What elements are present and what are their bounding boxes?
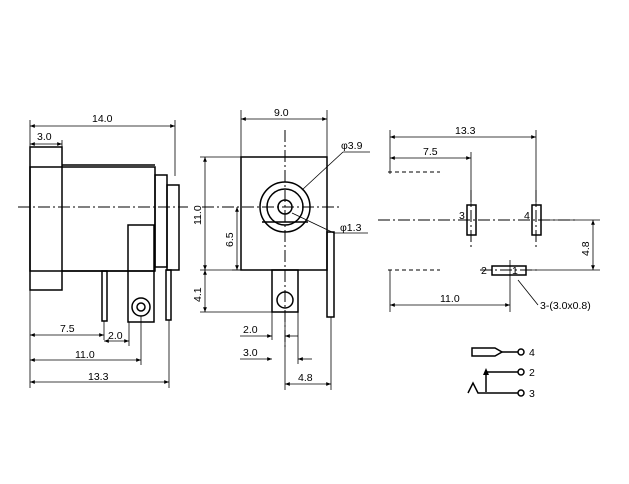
front-dim-11: 11.0 xyxy=(192,205,204,225)
side-body-outline xyxy=(29,166,156,272)
side-barrel xyxy=(29,146,63,291)
front-dim-9: 9.0 xyxy=(274,107,289,119)
side-dim-11: 11.0 xyxy=(75,349,95,361)
sch-pin-2: 2 xyxy=(529,367,535,379)
front-dim-4-8: 4.8 xyxy=(298,372,313,384)
front-dim-phi-1-3: φ1.3 xyxy=(340,222,362,234)
front-dim-phi-3-9: φ3.9 xyxy=(341,140,363,152)
side-dim-13-3: 13.3 xyxy=(88,371,109,383)
side-pin-a xyxy=(101,270,108,322)
fp-dim-13-3: 13.3 xyxy=(455,125,476,137)
sch-pin-3: 3 xyxy=(529,388,535,400)
side-dim-14: 14.0 xyxy=(92,113,113,125)
front-view: 9.0 11.0 6.5 4.1 φ3.9 φ1.3 2.0 3.0 xyxy=(192,107,370,390)
front-dim-6-5: 6.5 xyxy=(224,232,236,247)
fp-dim-11: 11.0 xyxy=(440,293,460,305)
side-dim-3: 3.0 xyxy=(37,131,52,143)
svg-text:1: 1 xyxy=(512,265,518,277)
fp-dim-4-8: 4.8 xyxy=(580,241,592,256)
footprint-view: 3 4 2 1 3-(3.0x0.8) 13.3 7.5 11.0 4.8 xyxy=(378,125,600,312)
plug-icon xyxy=(471,347,504,357)
schematic-symbol: 4 2 3 xyxy=(467,347,535,400)
slot-note: 3-(3.0x0.8) xyxy=(540,300,591,312)
sch-pin-4: 4 xyxy=(529,347,535,359)
fp-dim-7-5: 7.5 xyxy=(423,146,438,158)
side-dim-7-5: 7.5 xyxy=(60,323,75,335)
front-dim-3: 3.0 xyxy=(243,347,258,359)
side-rear-tab xyxy=(154,174,168,268)
side-view: 14.0 3.0 7.5 2.0 11.0 13.3 xyxy=(18,113,188,388)
front-dim-2: 2.0 xyxy=(243,324,258,336)
svg-text:3: 3 xyxy=(459,210,465,222)
side-pin-hole xyxy=(131,297,151,317)
front-side-pin xyxy=(326,231,335,318)
svg-text:2: 2 xyxy=(481,265,487,277)
front-dim-4-1: 4.1 xyxy=(192,287,204,302)
side-dim-2: 2.0 xyxy=(108,330,123,342)
svg-text:4: 4 xyxy=(524,210,530,222)
side-pin-b xyxy=(165,269,172,321)
